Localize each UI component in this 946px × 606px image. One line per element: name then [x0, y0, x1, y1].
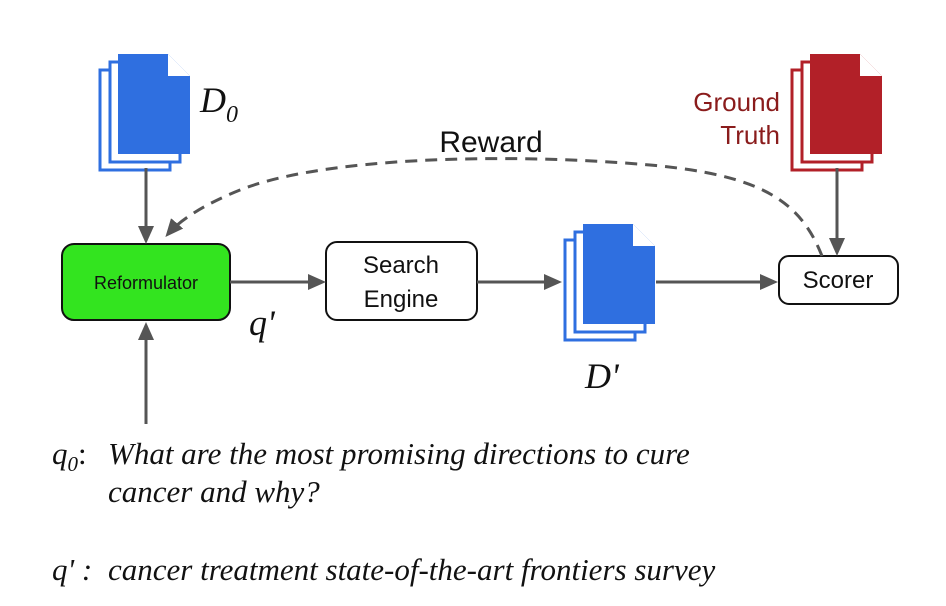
- search-engine-label-line1: Search: [363, 252, 439, 279]
- ground-truth-label-line2: Truth: [720, 120, 780, 150]
- reformulator-label: Reformulator: [94, 273, 198, 293]
- q0-caption-line1: What are the most promising directions t…: [108, 436, 690, 471]
- q0-label-sub: 0: [67, 452, 79, 477]
- q0-label-colon: :: [78, 436, 87, 471]
- d-prime-label: D': [584, 356, 620, 396]
- q-prime-caption-text: cancer treatment state-of-the-art fronti…: [108, 552, 716, 587]
- ground-truth-label-line1: Ground: [693, 87, 780, 117]
- reward-label: Reward: [439, 126, 542, 159]
- q0-label-base: q: [52, 436, 68, 471]
- d0-label-base: D: [199, 80, 226, 120]
- ground-truth-document-icon: [790, 54, 882, 172]
- d-prime-document-icon: [563, 224, 655, 342]
- d0-document-icon: [98, 54, 190, 172]
- q0-caption-line2: cancer and why?: [108, 474, 320, 509]
- scorer-node: [778, 255, 899, 305]
- q0-caption-label: q0:: [52, 436, 87, 477]
- q-prime-caption-label: q' :: [52, 552, 93, 587]
- d0-label-sub: 0: [226, 102, 238, 128]
- scorer-label: Scorer: [803, 267, 874, 294]
- q-prime-edge-label: q': [249, 303, 276, 343]
- search-engine-label-line2: Engine: [364, 286, 439, 313]
- reward-arrow: [165, 157, 824, 257]
- d0-label: D0: [199, 80, 238, 128]
